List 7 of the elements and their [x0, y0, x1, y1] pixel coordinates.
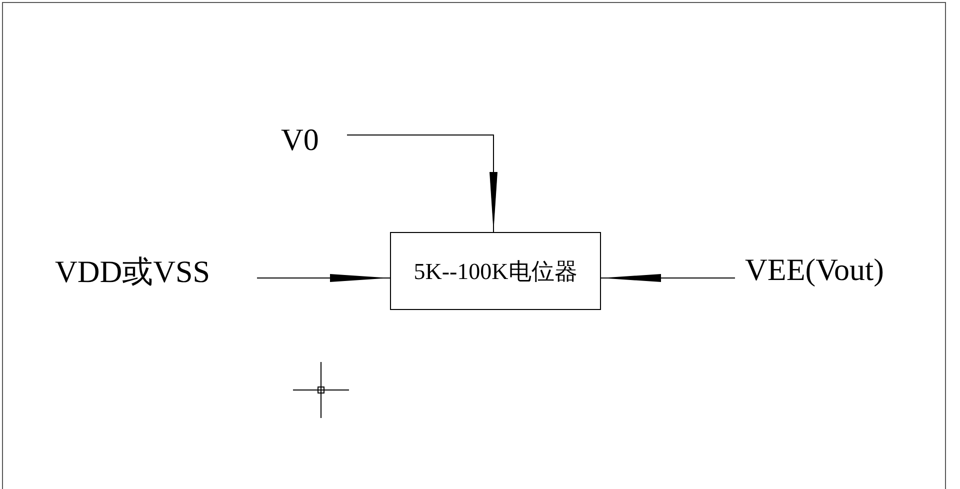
arrow [600, 274, 736, 282]
signal-label: V0 [281, 122, 337, 158]
arrow [256, 274, 390, 282]
signal-label: VEE(Vout) [745, 252, 921, 288]
potentiometer-box: 5K--100K电位器 [390, 232, 601, 310]
arrow [346, 134, 498, 232]
signal-label: VDD或VSS [55, 254, 247, 290]
